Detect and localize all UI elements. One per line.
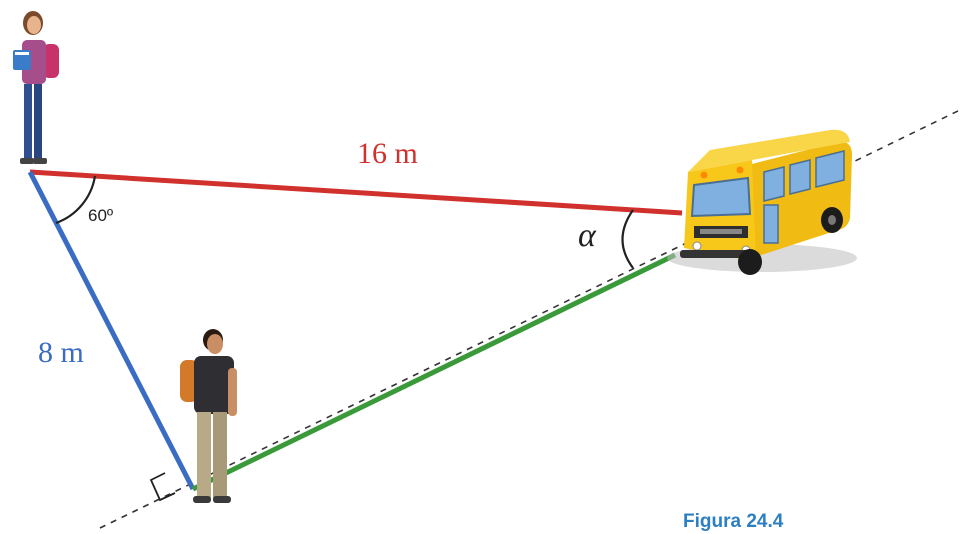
angle-alpha-label: α [578, 217, 597, 254]
blue-side-label: 8 m [38, 336, 84, 369]
red-side-label: 16 m [357, 137, 418, 170]
red-side-line [29, 169, 683, 216]
green-side-line [191, 252, 677, 492]
right-angle-mark [149, 472, 176, 502]
angle-arc-alpha [621, 209, 634, 269]
figure-caption: Figura 24.4 [683, 511, 784, 532]
angle-arc-60 [55, 175, 97, 225]
bus-icon [667, 129, 857, 275]
girl-icon [13, 11, 59, 164]
blue-side-line [27, 170, 196, 491]
angle-60-label: 60º [88, 206, 113, 225]
boy-icon [180, 329, 237, 503]
